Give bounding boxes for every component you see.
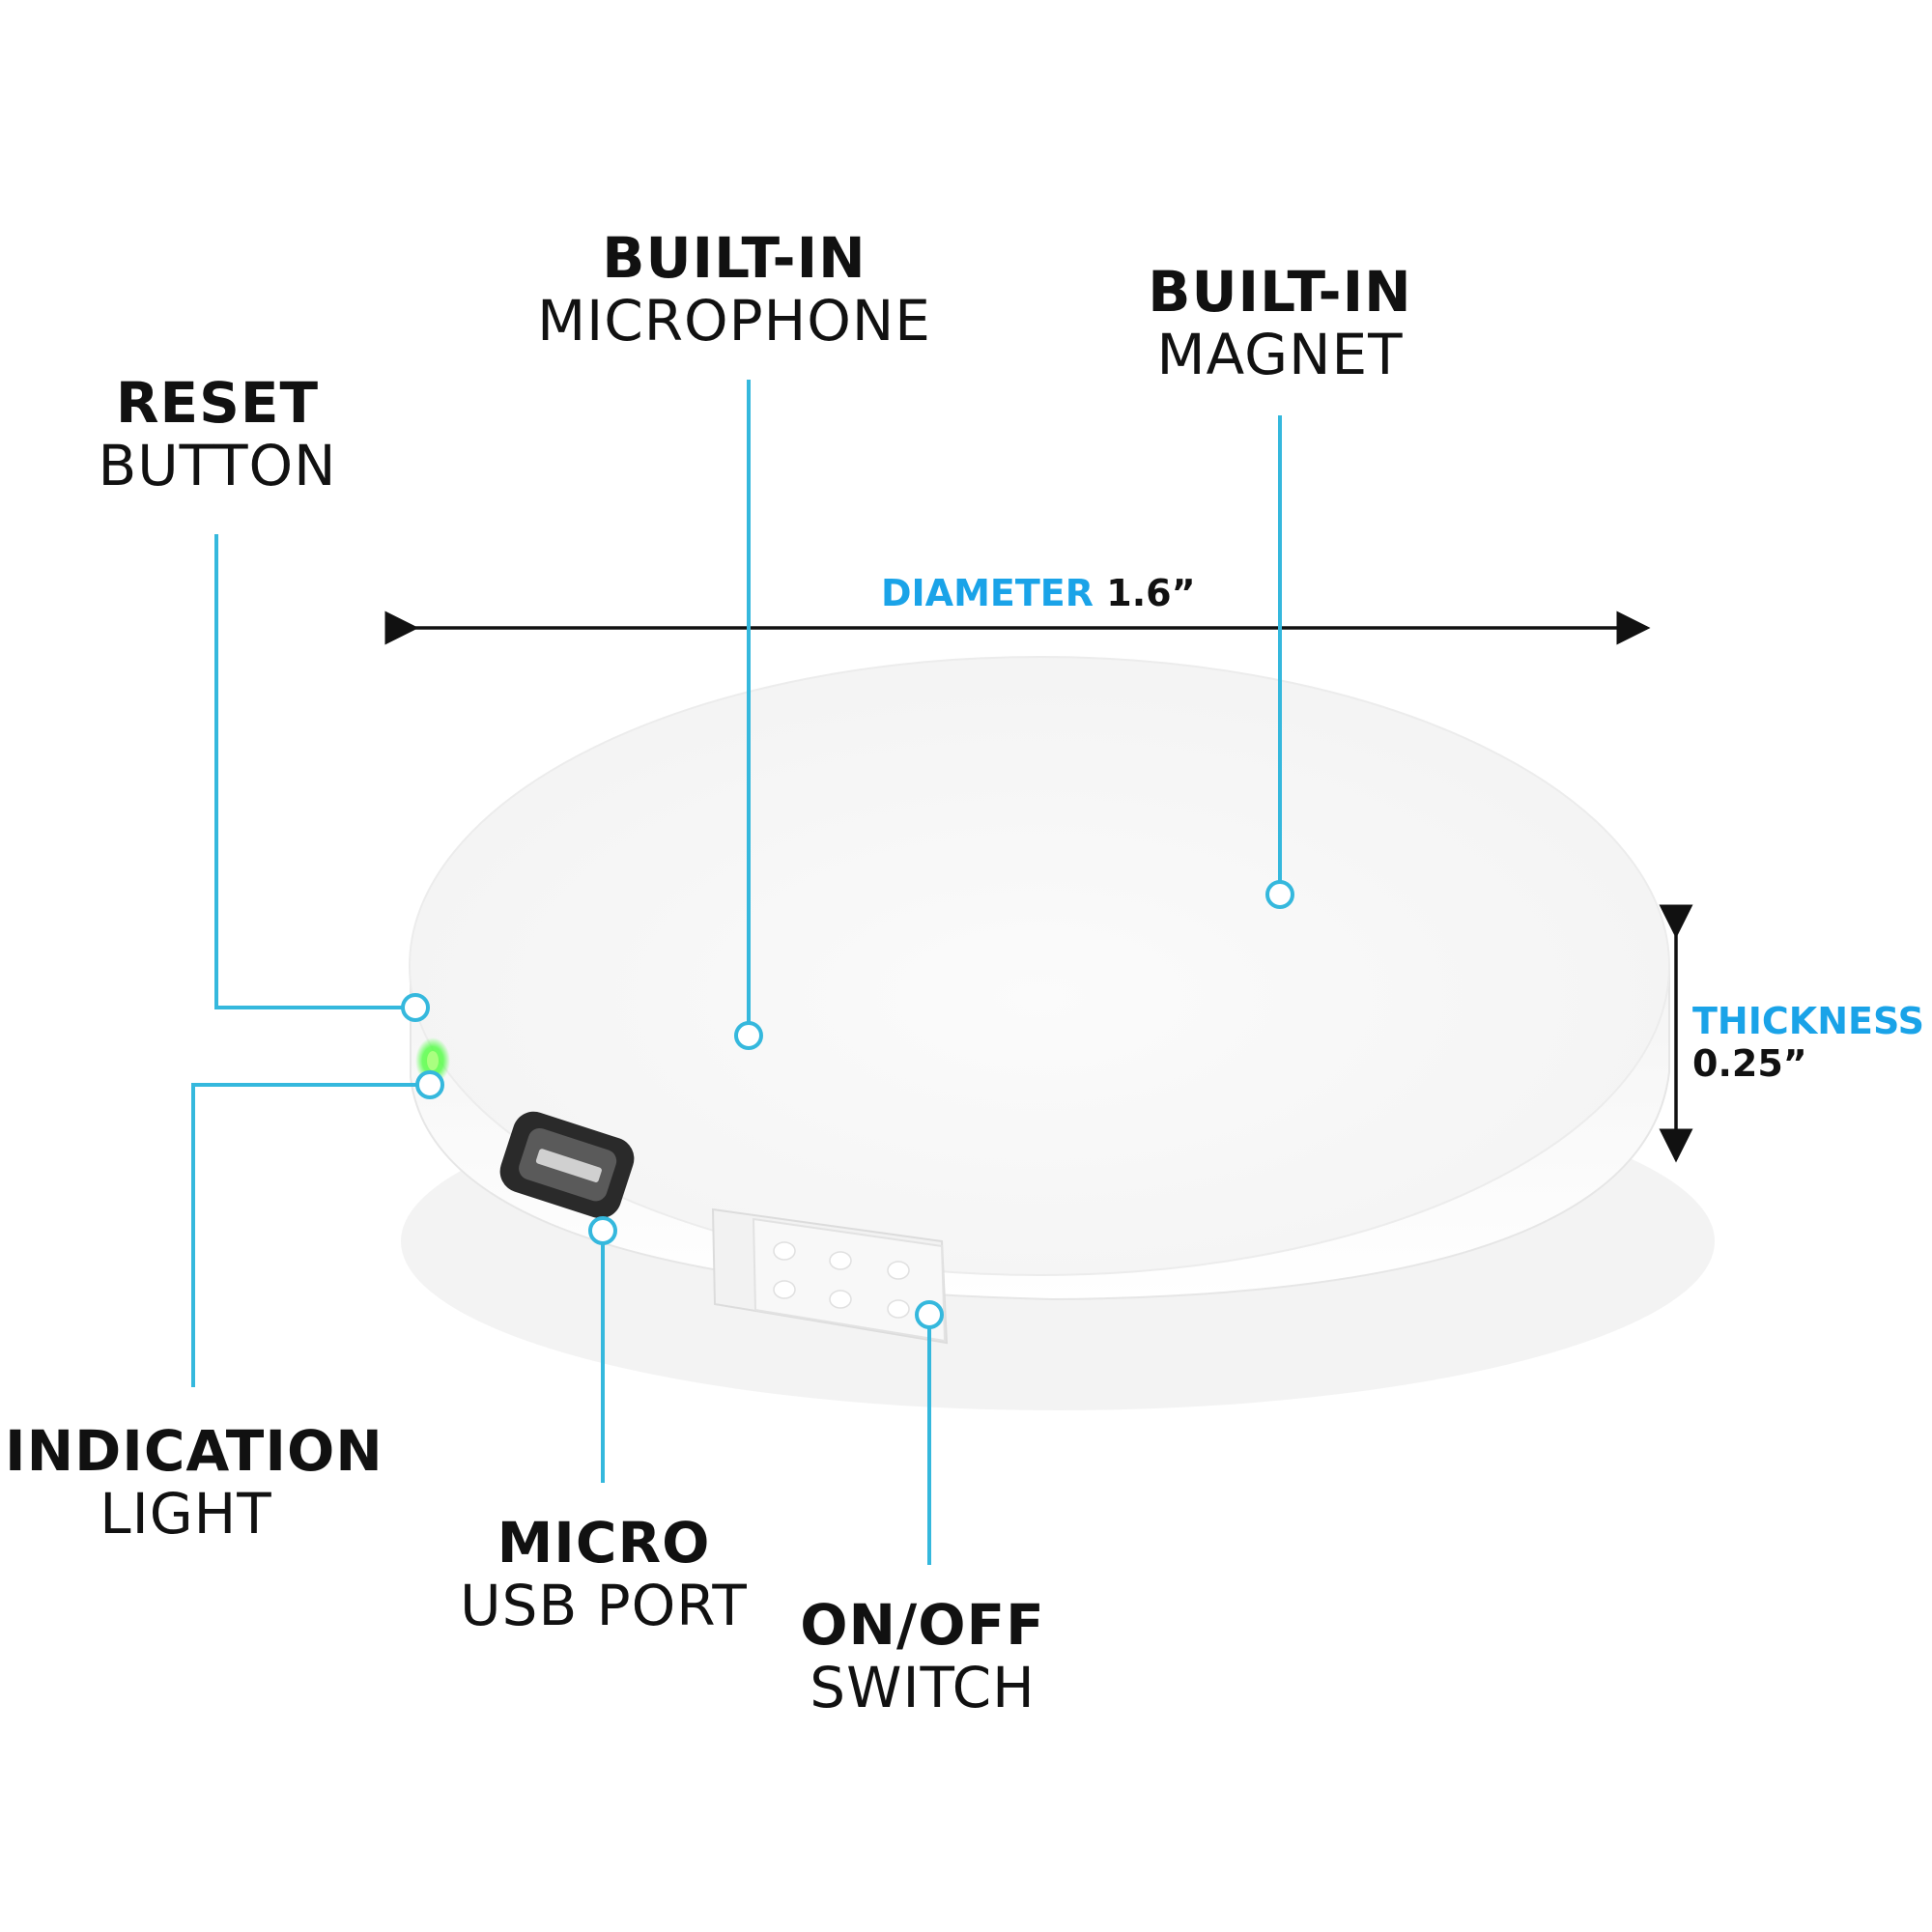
- label-magnet-light: MAGNET: [1156, 321, 1404, 387]
- label-microphone-bold: BUILT-IN: [602, 225, 867, 291]
- thickness-label-text: THICKNESS: [1692, 1000, 1924, 1042]
- switch-marker: [915, 1300, 944, 1329]
- indication-leader: [191, 1083, 418, 1387]
- diameter-value: 1.6”: [1106, 572, 1196, 614]
- microphone-marker: [734, 1021, 763, 1050]
- label-indication-light-text: LIGHT: [99, 1480, 272, 1547]
- usb-port: [499, 1111, 635, 1219]
- label-indication-light: INDICATION LIGHT: [5, 1418, 384, 1547]
- label-switch-bold: ON/OFF: [800, 1592, 1045, 1658]
- label-built-in-magnet: BUILT-IN MAGNET: [1111, 261, 1449, 386]
- label-built-in-microphone: BUILT-IN MICROPHONE: [526, 227, 942, 353]
- thickness-label: THICKNESS 0.25”: [1692, 1000, 1924, 1085]
- label-switch-light: SWITCH: [810, 1654, 1036, 1720]
- reset-marker: [401, 993, 430, 1022]
- label-reset-bold: RESET: [115, 370, 320, 436]
- indication-marker: [415, 1070, 444, 1099]
- reset-leader: [214, 534, 403, 1009]
- usb-marker: [588, 1216, 617, 1245]
- label-microphone-light: MICROPHONE: [537, 287, 931, 354]
- label-magnet-bold: BUILT-IN: [1148, 259, 1412, 325]
- diameter-label: DIAMETER 1.6”: [881, 572, 1196, 615]
- thickness-value: 0.25”: [1692, 1041, 1807, 1085]
- label-micro-usb-port: MICRO USB PORT: [440, 1512, 768, 1637]
- switch-housing: [711, 1208, 949, 1345]
- label-on-off-switch: ON/OFF SWITCH: [787, 1594, 1058, 1719]
- label-usb-light: USB PORT: [460, 1572, 748, 1638]
- label-usb-bold: MICRO: [497, 1510, 711, 1576]
- label-indication-bold: INDICATION: [5, 1418, 384, 1484]
- magnet-marker: [1265, 880, 1294, 909]
- label-reset-light: BUTTON: [98, 432, 337, 498]
- label-reset-button: RESET BUTTON: [87, 372, 348, 497]
- diameter-label-text: DIAMETER: [881, 572, 1094, 614]
